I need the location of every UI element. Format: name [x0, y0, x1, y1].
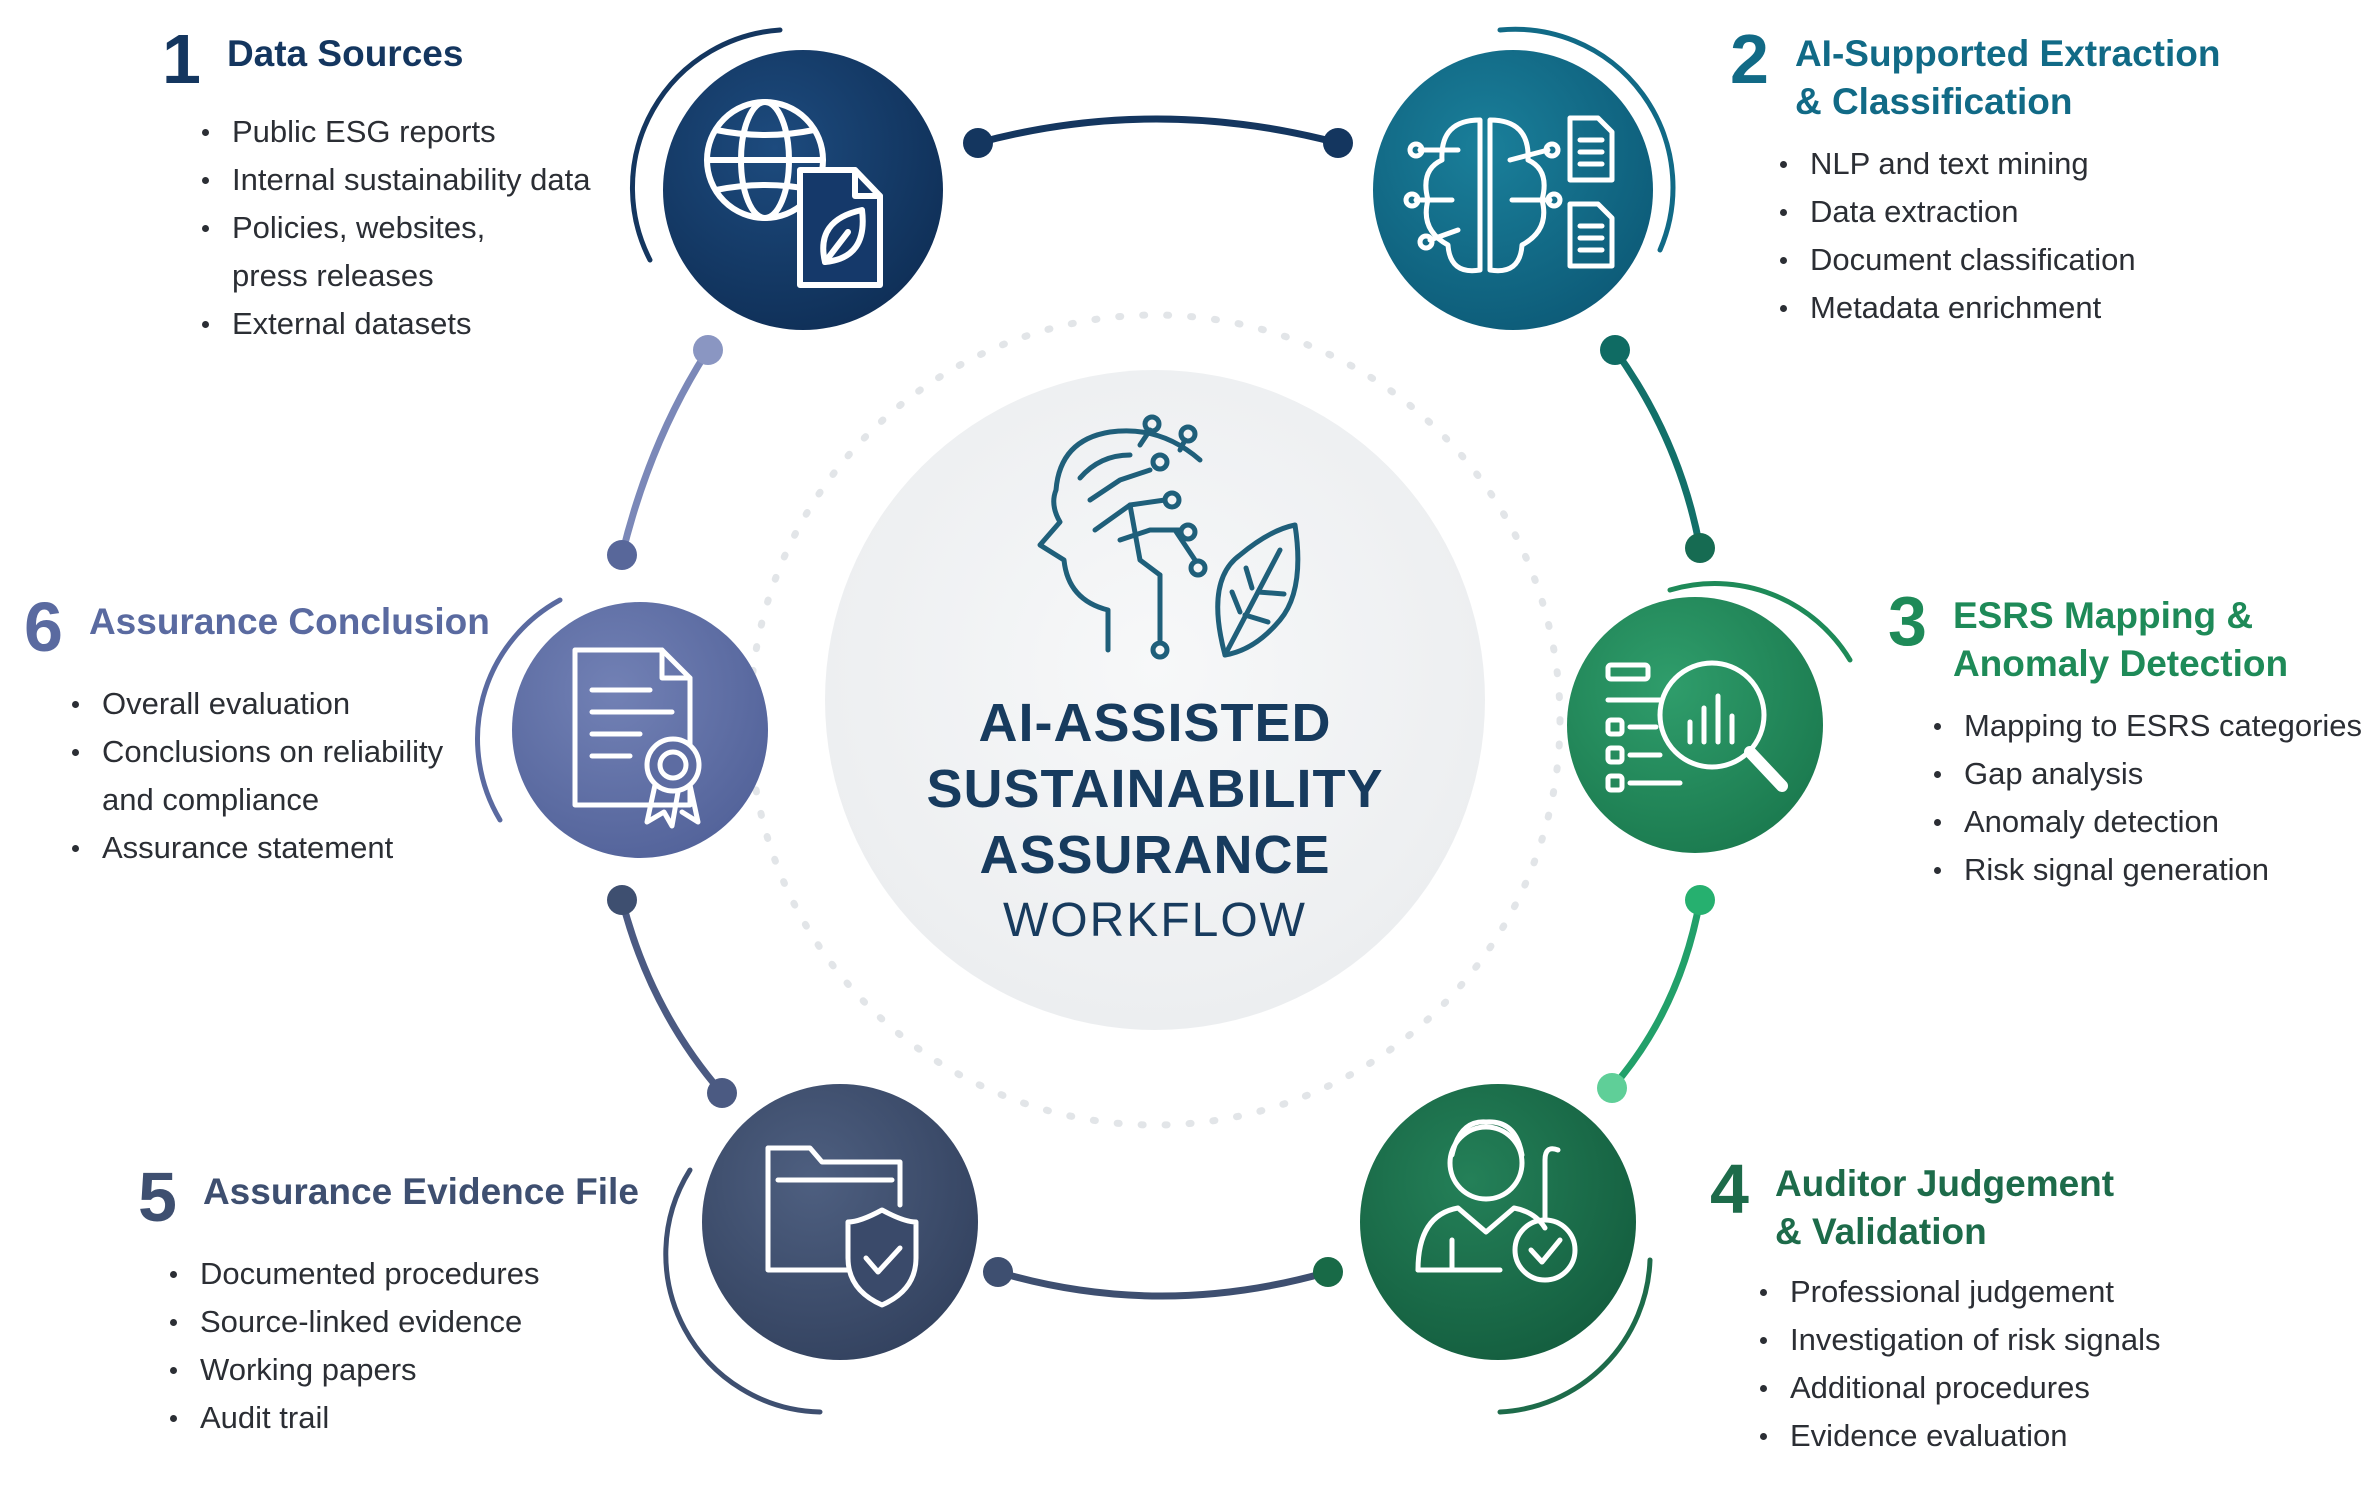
bullet: Additional procedures: [1752, 1364, 2160, 1412]
step-5-number: 5: [138, 1158, 177, 1236]
step-1-number: 1: [162, 20, 201, 98]
globe-document-leaf-icon: [704, 99, 883, 288]
bullet: External datasets: [194, 300, 590, 348]
connector-2-3: [1611, 346, 1704, 552]
step-4-number: 4: [1710, 1150, 1749, 1228]
step-6-number: 6: [24, 588, 63, 666]
center-title-line-4: WORKFLOW: [1003, 894, 1307, 947]
step-4-bullets: Professional judgement Investigation of …: [1752, 1268, 2160, 1460]
brain-network-documents-icon: [1403, 115, 1615, 274]
bullet: Source-linked evidence: [162, 1298, 639, 1346]
bullet: Working papers: [162, 1346, 639, 1394]
step-5-circle: [702, 1084, 978, 1360]
connector-6-1: [618, 346, 712, 559]
step-3-title: ESRS Mapping & Anomaly Detection: [1952, 595, 2289, 684]
step-4-block: 4 Auditor Judgement & Validation Profess…: [1710, 1150, 2160, 1460]
step-6-bullets: Overall evaluation Conclusions on reliab…: [64, 680, 490, 872]
magnifier-chart-icon: [1605, 660, 1788, 793]
step-2-circle: [1373, 50, 1653, 330]
step-1-title: Data Sources: [226, 33, 464, 74]
bullet: Metadata enrichment: [1772, 284, 2220, 332]
step-1-block: 1 Data Sources Public ESG reports Intern…: [162, 20, 590, 348]
center-disc: [825, 370, 1485, 1030]
ai-head-leaf-icon: [1037, 414, 1301, 660]
bullet: Audit trail: [162, 1394, 639, 1442]
connector-4-5: [994, 1268, 1332, 1300]
center-title-line-3: ASSURANCE: [979, 825, 1331, 885]
circle-arcs: [475, 26, 1853, 1415]
step-1-bullets: Public ESG reports Internal sustainabili…: [194, 108, 590, 348]
bullet: Gap analysis: [1926, 750, 2362, 798]
center-title-line-2: SUSTAINABILITY: [926, 759, 1384, 819]
step-2-block: 2 AI-Supported Extraction & Classificati…: [1730, 20, 2221, 332]
step-3-block: 3 ESRS Mapping & Anomaly Detection Mappi…: [1888, 582, 2362, 894]
bullet: Risk signal generation: [1926, 846, 2362, 894]
step-5-bullets: Documented procedures Source-linked evid…: [162, 1250, 639, 1442]
step-6-block: 6 Assurance Conclusion Overall evaluatio…: [24, 588, 490, 872]
step-2-title: AI-Supported Extraction & Classification: [1794, 33, 2221, 122]
connector-1-2: [974, 115, 1342, 147]
connectors: [618, 115, 1704, 1300]
connector-3-4: [1608, 896, 1704, 1092]
step-5-title: Assurance Evidence File: [202, 1171, 639, 1212]
bullet: Assurance statement: [64, 824, 490, 872]
bullet: Overall evaluation: [64, 680, 490, 728]
connector-dots: [607, 128, 1715, 1287]
step-5-block: 5 Assurance Evidence File Documented pro…: [138, 1158, 639, 1442]
auditor-check-icon: [1415, 1119, 1578, 1283]
step-6-title: Assurance Conclusion: [88, 601, 490, 642]
step-2-bullets: NLP and text mining Data extraction Docu…: [1772, 140, 2220, 332]
bullet: Document classification: [1772, 236, 2220, 284]
bullet: Internal sustainability data: [194, 156, 590, 204]
step-4-title: Auditor Judgement & Validation: [1774, 1163, 2115, 1252]
folder-shield-icon: [765, 1145, 919, 1308]
step-6-circle: [512, 602, 768, 858]
step-2-number: 2: [1730, 20, 1769, 98]
bullet: Professional judgement: [1752, 1268, 2160, 1316]
bullet: NLP and text mining: [1772, 140, 2220, 188]
step-3-number: 3: [1888, 582, 1927, 660]
bullet: Public ESG reports: [194, 108, 590, 156]
connector-5-6: [618, 896, 726, 1097]
step-3-bullets: Mapping to ESRS categories Gap analysis …: [1926, 702, 2362, 894]
bullet: Anomaly detection: [1926, 798, 2362, 846]
bullet: Conclusions on reliability and complianc…: [64, 728, 490, 824]
bullet: Investigation of risk signals: [1752, 1316, 2160, 1364]
bullet: Documented procedures: [162, 1250, 639, 1298]
step-3-circle: [1567, 597, 1823, 853]
bullet: Policies, websites, press releases: [194, 204, 590, 300]
center-title-line-1: AI-ASSISTED: [978, 693, 1332, 753]
certificate-document-icon: [572, 647, 702, 829]
bullet: Mapping to ESRS categories: [1926, 702, 2362, 750]
bullet: Data extraction: [1772, 188, 2220, 236]
bullet: Evidence evaluation: [1752, 1412, 2160, 1460]
